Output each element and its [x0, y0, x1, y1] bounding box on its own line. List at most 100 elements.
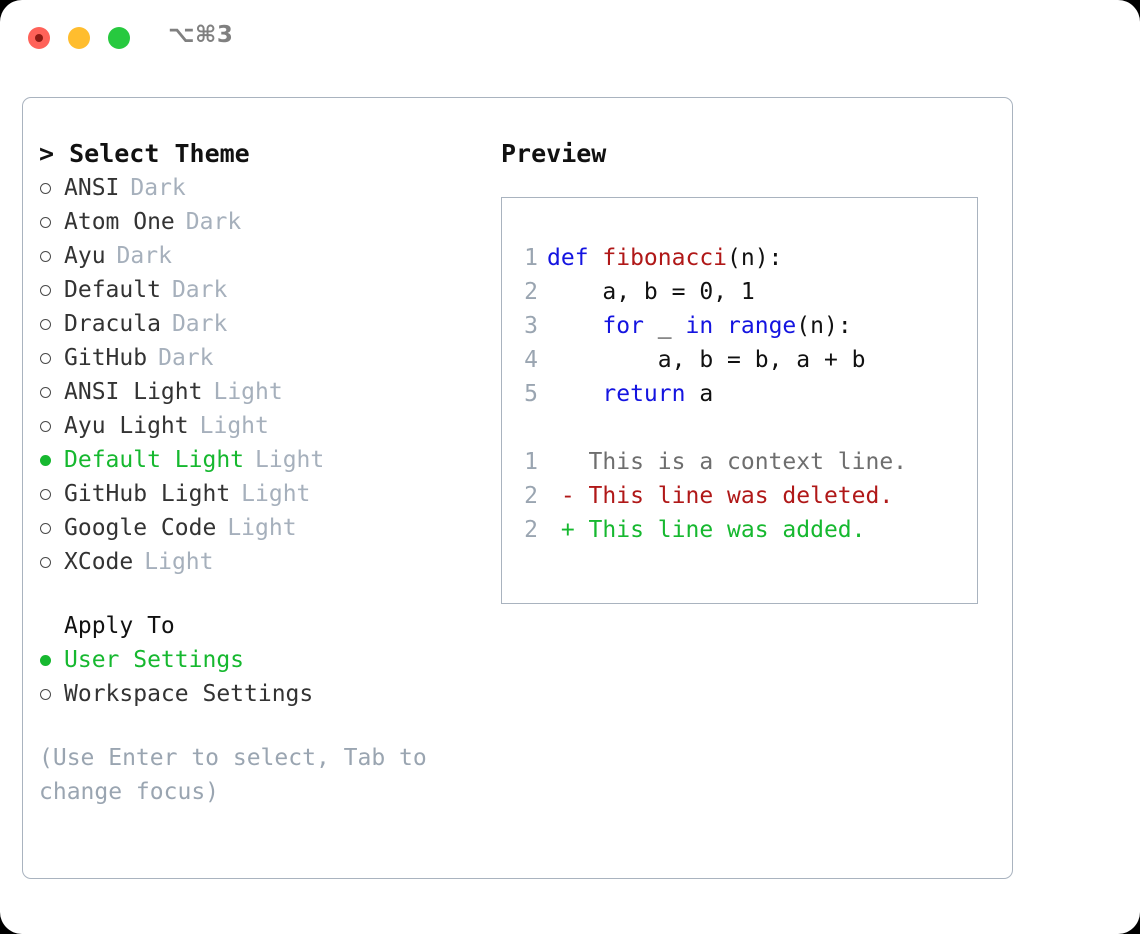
- option-label: GitHub: [64, 345, 148, 371]
- radio-unselected-icon: [40, 386, 51, 398]
- window-titlebar: ⌥⌘3: [0, 0, 1140, 76]
- code-token: a: [685, 381, 714, 407]
- radio-unselected-icon: [40, 522, 51, 534]
- radio-unselected-icon: [40, 420, 51, 432]
- option-label: Dracula: [64, 311, 161, 337]
- apply-to-label: Apply To: [64, 613, 175, 639]
- code-line-4: 5 return a: [514, 377, 907, 411]
- option-variant-badge: Light: [255, 447, 325, 473]
- code-line-2: 3 for _ in range(n):: [514, 309, 907, 343]
- diff-text: - This line was deleted.: [547, 483, 894, 509]
- apply-to-option-0[interactable]: User Settings: [39, 643, 469, 677]
- diff-text: This is a context line.: [547, 449, 908, 475]
- option-label: ANSI: [64, 175, 120, 201]
- code-line-1: 2 a, b = 0, 1: [514, 275, 907, 309]
- option-variant-badge: Dark: [158, 345, 214, 371]
- line-number: 1: [524, 449, 538, 475]
- option-label: User Settings: [64, 647, 245, 673]
- keyboard-hint-text: (Use Enter to select, Tab to change focu…: [39, 745, 427, 805]
- theme-option-5[interactable]: GitHub Dark: [39, 341, 469, 375]
- option-variant-badge: Dark: [185, 209, 242, 235]
- code-token: range: [727, 313, 797, 339]
- radio-unselected-icon: [40, 284, 51, 296]
- option-label: Default Light: [64, 447, 245, 473]
- theme-option-1[interactable]: Atom One Dark: [39, 205, 469, 239]
- line-number: 5: [524, 381, 538, 407]
- option-label: GitHub Light: [64, 481, 231, 507]
- option-label: Google Code: [64, 515, 217, 541]
- code-token: def: [547, 245, 603, 271]
- apply-to-option-1[interactable]: Workspace Settings: [39, 677, 469, 711]
- theme-option-2[interactable]: Ayu Dark: [39, 239, 469, 273]
- radio-unselected-icon: [40, 318, 51, 330]
- option-label: Atom One: [64, 209, 175, 235]
- code-token: (n):: [796, 313, 852, 339]
- code-line-3: 4 a, b = b, a + b: [514, 343, 907, 377]
- line-number: 1: [524, 245, 538, 271]
- radio-unselected-icon: [40, 556, 51, 568]
- diff-line-2: 2 + This line was added.: [514, 513, 907, 547]
- preview-title: Preview: [501, 139, 607, 168]
- code-diff-separator: [514, 411, 907, 445]
- code-token: return: [602, 381, 686, 407]
- radio-unselected-icon: [40, 182, 51, 194]
- theme-option-6[interactable]: ANSI Light Light: [39, 375, 469, 409]
- option-variant-badge: Light: [144, 549, 214, 575]
- line-number: 2: [524, 279, 538, 305]
- option-variant-badge: Light: [241, 481, 311, 507]
- option-variant-badge: Light: [199, 413, 269, 439]
- option-variant-badge: Dark: [116, 243, 172, 269]
- code-token: (n):: [727, 245, 783, 271]
- line-number: 4: [524, 347, 538, 373]
- diff-text: + This line was added.: [547, 517, 866, 543]
- radio-unselected-icon: [40, 250, 51, 262]
- option-variant-badge: Light: [227, 515, 297, 541]
- option-label: XCode: [64, 549, 134, 575]
- option-variant-badge: Dark: [171, 311, 228, 337]
- maximize-window-button[interactable]: [108, 27, 130, 49]
- option-label: Default: [64, 277, 161, 303]
- list-spacer: [39, 579, 469, 609]
- code-token: a, b = b, a + b: [547, 347, 866, 373]
- radio-unselected-icon: [40, 688, 51, 700]
- line-number: 2: [524, 517, 538, 543]
- theme-option-11[interactable]: XCode Light: [39, 545, 469, 579]
- code-token: [547, 381, 602, 407]
- diff-line-1: 2 - This line was deleted.: [514, 479, 907, 513]
- code-token: [713, 313, 727, 339]
- option-label: Ayu: [64, 243, 106, 269]
- theme-option-8[interactable]: Default Light Light: [39, 443, 469, 477]
- code-token: a, b = 0, 1: [547, 279, 755, 305]
- code-line-0: 1 def fibonacci(n):: [514, 241, 907, 275]
- code-token: fibonacci: [602, 245, 728, 271]
- code-token: for: [602, 313, 644, 339]
- line-number: 2: [524, 483, 538, 509]
- minimize-window-button[interactable]: [68, 27, 90, 49]
- option-variant-badge: Light: [213, 379, 283, 405]
- code-token: _: [643, 313, 686, 339]
- radio-selected-icon: [40, 454, 51, 466]
- theme-option-4[interactable]: Dracula Dark: [39, 307, 469, 341]
- code-token: [547, 313, 602, 339]
- theme-option-9[interactable]: GitHub Light Light: [39, 477, 469, 511]
- diff-line-0: 1 This is a context line.: [514, 445, 907, 479]
- line-number: 3: [524, 313, 538, 339]
- radio-unselected-icon: [40, 216, 51, 228]
- keyboard-shortcut-label: ⌥⌘3: [168, 22, 234, 48]
- option-variant-badge: Dark: [171, 277, 228, 303]
- radio-selected-icon: [40, 654, 51, 666]
- option-label: ANSI Light: [64, 379, 203, 405]
- radio-unselected-icon: [40, 488, 51, 500]
- theme-option-10[interactable]: Google Code Light: [39, 511, 469, 545]
- theme-option-3[interactable]: Default Dark: [39, 273, 469, 307]
